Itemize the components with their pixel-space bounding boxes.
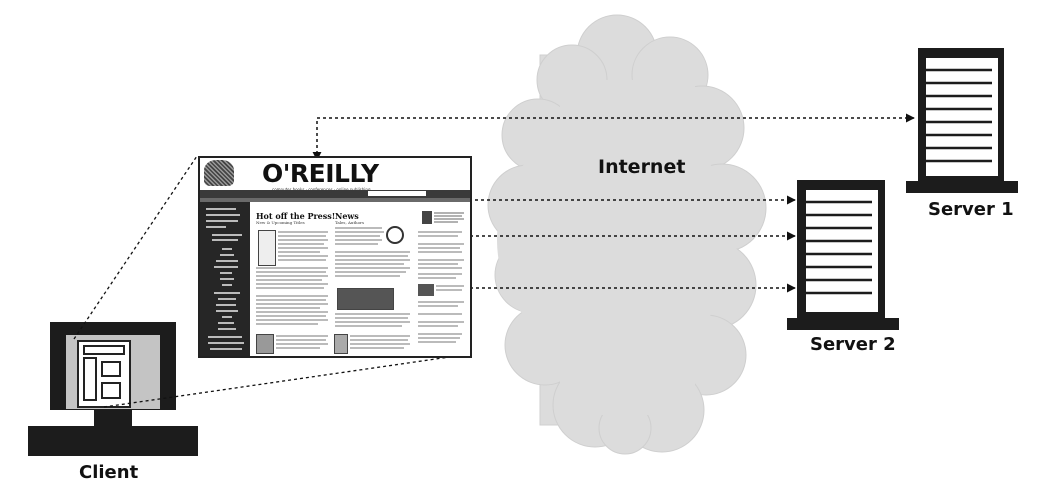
client-monitor-icon bbox=[28, 322, 198, 456]
server-2-icon bbox=[787, 180, 899, 330]
webpage-headline-2: News bbox=[335, 211, 359, 221]
client-label: Client bbox=[79, 462, 139, 483]
webpage-headline-2-sub: Tales, Authors bbox=[335, 220, 365, 225]
webpage-book-cover-icon bbox=[258, 230, 276, 266]
webpage-figure-icon bbox=[334, 334, 348, 354]
webpage-headline-1-sub: New & Upcoming Titles bbox=[256, 220, 305, 225]
webpage-search-box bbox=[368, 191, 426, 196]
cloud-icon bbox=[487, 14, 767, 455]
webpage-xml-logo-icon bbox=[418, 284, 434, 296]
webpage-logo: O'REILLY bbox=[262, 159, 379, 188]
network-logo-icon bbox=[422, 211, 464, 224]
zoom-connector-lines bbox=[73, 155, 471, 408]
internet-label: Internet bbox=[598, 156, 686, 178]
webpage-headline-1: Hot off the Press! bbox=[256, 211, 336, 221]
webpage-tagline: computer books · conferences · online pu… bbox=[272, 187, 371, 192]
webpage-sidebar bbox=[200, 202, 250, 356]
arrow-client-server1 bbox=[312, 113, 915, 161]
webpage-spiral-icon bbox=[386, 226, 404, 244]
webpage-thumbnail-icon bbox=[256, 334, 274, 354]
webpage-screenshot: O'REILLY computer books · conferences · … bbox=[198, 156, 472, 358]
owl-logo-icon bbox=[204, 160, 234, 186]
webpage-banner-ad bbox=[337, 288, 394, 310]
server-1-label: Server 1 bbox=[928, 199, 1014, 220]
server-1-icon bbox=[906, 48, 1018, 193]
server-2-label: Server 2 bbox=[810, 334, 896, 355]
webpage-toolbar bbox=[200, 190, 470, 198]
webpage-subbar bbox=[200, 198, 470, 202]
